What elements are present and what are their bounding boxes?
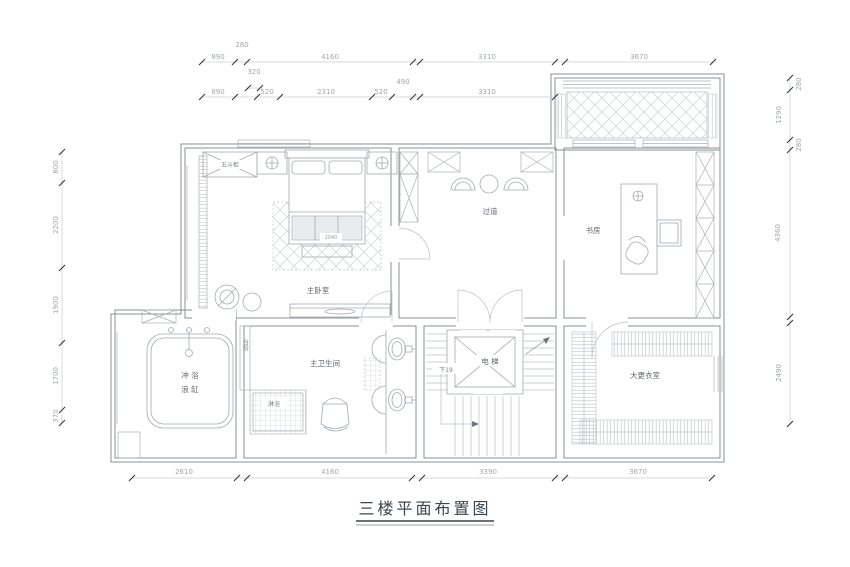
dim-right-2490: 2490 [775, 364, 783, 382]
dim-bottom-3670: 3670 [629, 468, 647, 476]
column-boxes [141, 151, 554, 324]
corner-block [117, 431, 141, 459]
stair-steps [426, 333, 554, 456]
bedroom-armchair [214, 284, 240, 310]
stairs-down-label: 下19 [439, 367, 453, 374]
dim-top2-520a: 520 [260, 88, 273, 96]
hall-round-table [479, 174, 499, 194]
dim-top2-320: 320 [247, 68, 260, 76]
dim-top2-490: 490 [396, 78, 409, 86]
dressing-room: 大更衣室 [571, 321, 713, 445]
window-symbols [116, 80, 723, 424]
stair-down-arrow [440, 372, 479, 427]
steps-label: 台阶 [242, 338, 249, 352]
bed-size-label: 2040 [325, 235, 338, 241]
dim-right-280b: 280 [795, 138, 803, 151]
study-side-cabinet [656, 219, 682, 247]
dim-top2-3310: 3310 [478, 88, 496, 96]
dim-top1-3310: 3310 [478, 53, 496, 61]
study-label: 书房 [586, 225, 601, 235]
tub-label-2: 浪 缸 [181, 384, 199, 394]
stair-hall: 电 梯 下19 [426, 329, 554, 456]
hallway-label: 过道 [483, 206, 498, 216]
dimensions-left: 800 2200 1900 1700 370 [52, 148, 66, 427]
bathroom-label: 主卫生间 [310, 358, 340, 368]
dim-bottom-2610: 2610 [175, 468, 193, 476]
shower: 淋浴 [249, 389, 307, 435]
dim-left-800: 800 [52, 160, 60, 173]
study-wardrobe [695, 151, 715, 319]
dim-bottom-3390: 3390 [479, 468, 497, 476]
dim-left-1700: 1700 [52, 367, 60, 385]
bath-mat [363, 357, 381, 391]
toilet-chair [320, 397, 350, 432]
dim-top2-520b: 520 [374, 88, 387, 96]
dimensions-top: 890 280 4160 3310 3670 890 320 520 2310 … [198, 41, 717, 101]
dim-bottom-4160: 4160 [321, 468, 339, 476]
master-bedroom: 五斗柜 2040 主卧室 [202, 149, 398, 323]
dim-top1-280: 280 [235, 41, 248, 49]
clothes-racks [571, 331, 713, 445]
tub-room: 冲 浴 浪 缸 台阶 [117, 325, 251, 459]
dim-right-280a: 280 [795, 77, 803, 90]
study: 书房 [586, 151, 715, 319]
tub-label-1: 冲 浴 [181, 370, 199, 380]
whirlpool-tub [146, 327, 234, 429]
master-bathroom: 淋浴 主卫生间 [249, 330, 415, 454]
dimensions-right: 280 1290 280 4360 2490 [774, 74, 803, 428]
dressing-room-label: 大更衣室 [630, 370, 660, 380]
dim-left-370: 370 [52, 409, 60, 422]
stair-direction-arrow [543, 337, 550, 344]
title-text: 三楼平面布置图 [358, 499, 491, 518]
balcony [556, 91, 718, 139]
balcony-lattice [566, 91, 708, 139]
hall-door [398, 227, 431, 260]
dim-right-1290: 1290 [775, 106, 783, 124]
steps-strip [239, 325, 251, 391]
study-desk [620, 183, 658, 275]
walls [110, 73, 725, 463]
elevator-label: 电 梯 [481, 356, 499, 366]
master-bedroom-label: 主卧室 [307, 285, 330, 295]
drawing-title: 三楼平面布置图 [356, 499, 494, 526]
bedroom-side-table [242, 292, 262, 312]
shower-label: 淋浴 [268, 400, 280, 408]
dressing-door [591, 321, 629, 359]
tv-console [289, 303, 391, 318]
dim-top1-3670: 3670 [630, 53, 648, 61]
dim-top2-890: 890 [211, 88, 224, 96]
dim-left-2200: 2200 [52, 216, 60, 234]
hall-double-door [457, 289, 523, 323]
chest-label: 五斗柜 [221, 161, 239, 169]
dimensions-bottom: 2610 4160 3390 3670 [128, 468, 716, 482]
hall-armchairs [450, 177, 529, 191]
nightstands [256, 151, 398, 175]
dim-top2-2310: 2310 [317, 88, 335, 96]
dim-left-1900: 1900 [52, 296, 60, 314]
bedroom-door [360, 290, 393, 323]
vanity-counter [371, 330, 415, 454]
dim-top1-890: 890 [211, 53, 224, 61]
dim-right-4360: 4360 [774, 224, 782, 242]
hallway: 过道 [398, 174, 529, 323]
dim-top1-4160: 4160 [321, 53, 339, 61]
